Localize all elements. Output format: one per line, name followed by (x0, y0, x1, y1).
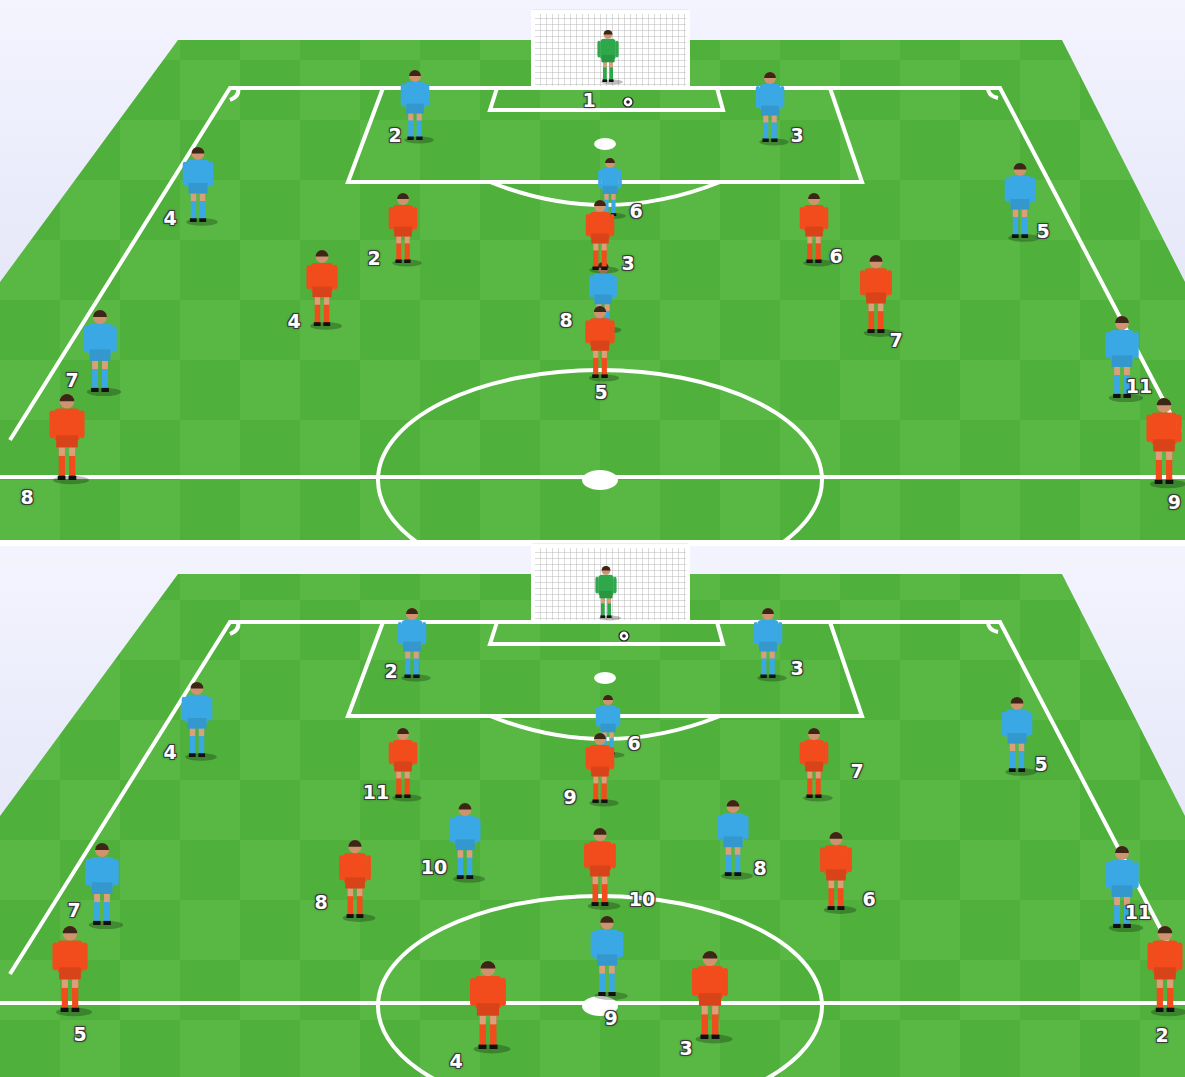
center-circle (378, 896, 822, 1077)
player-number: 3 (790, 659, 803, 678)
player-figure (584, 828, 620, 910)
player-number: 8 (314, 893, 327, 912)
player-figure (52, 926, 92, 1016)
player-figure (182, 682, 217, 761)
player-number: 3 (790, 126, 803, 145)
goal (530, 544, 691, 622)
player-number: 7 (850, 762, 863, 781)
player-figure (754, 608, 787, 682)
player-figure (591, 916, 628, 1000)
player-figure (1146, 398, 1185, 488)
player-figure (586, 733, 619, 807)
player-number: 5 (1036, 222, 1049, 241)
player-figure (800, 728, 833, 802)
grass (0, 0, 1185, 540)
player-figure (339, 840, 375, 922)
player-figure (597, 30, 623, 85)
player-number: 5 (73, 1025, 86, 1044)
player-figure (449, 803, 484, 883)
player-number: 4 (163, 743, 176, 762)
corner-arc (230, 88, 238, 100)
player-figure (585, 306, 619, 382)
grass (0, 534, 1185, 1077)
player-figure (85, 843, 123, 929)
player-number: 4 (287, 312, 300, 331)
player-figure (692, 951, 732, 1043)
player-number: 5 (594, 383, 607, 402)
pitch-lines (0, 622, 1185, 1077)
pitch-panel (0, 0, 1185, 590)
player-number: 9 (1168, 493, 1181, 512)
player-number: 5 (1034, 755, 1047, 774)
player-number: 8 (559, 311, 572, 330)
player-figure (586, 200, 619, 274)
goal (530, 10, 691, 88)
player-figure (800, 193, 833, 267)
player-figure (49, 394, 89, 484)
player-figure (860, 255, 896, 337)
penalty-spot (594, 138, 616, 150)
player-number: 7 (889, 331, 902, 350)
player-number: 2 (367, 249, 380, 268)
player-number: 7 (65, 371, 78, 390)
player-number: 10 (421, 858, 447, 877)
player-number: 3 (679, 1039, 692, 1058)
player-number: 4 (449, 1052, 462, 1071)
player-figure (83, 310, 121, 396)
six-yard-box (490, 622, 723, 644)
player-number: 6 (629, 202, 642, 221)
touchline (10, 88, 1180, 440)
player-figure (1005, 163, 1040, 242)
penalty-box (348, 622, 862, 716)
player-figure (1147, 926, 1185, 1016)
player-number: 8 (753, 859, 766, 878)
player-number: 6 (627, 734, 640, 753)
six-yard-box (490, 88, 723, 110)
player-number: 2 (388, 126, 401, 145)
player-figure (183, 147, 218, 226)
player-figure (717, 800, 752, 880)
corner-arc (230, 622, 238, 634)
player-figure (306, 250, 341, 330)
player-number: 2 (1155, 1026, 1168, 1045)
player-figure (389, 193, 422, 267)
player-number: 2 (384, 662, 397, 681)
center-spot (582, 470, 618, 490)
corner-arc (988, 88, 998, 98)
panel-background (0, 0, 1185, 540)
player-number: 11 (1125, 903, 1151, 922)
player-figure (470, 961, 510, 1053)
player-number: 11 (1126, 377, 1152, 396)
player-number: 11 (363, 783, 389, 802)
player-number: 4 (163, 209, 176, 228)
ball (619, 631, 629, 641)
corner-arc (988, 622, 998, 632)
player-figure (820, 832, 856, 914)
player-figure (1002, 697, 1037, 776)
player-number: 1 (582, 91, 595, 110)
pitch-lines (0, 88, 1185, 590)
player-number: 9 (604, 1009, 617, 1028)
player-number: 7 (67, 901, 80, 920)
ball (623, 97, 633, 107)
player-number: 9 (563, 788, 576, 807)
player-figure (401, 70, 434, 144)
touchline (10, 622, 1180, 974)
player-number: 6 (862, 890, 875, 909)
player-figure (389, 728, 422, 802)
player-figure (398, 608, 431, 682)
player-number: 3 (621, 254, 634, 273)
player-number: 6 (829, 247, 842, 266)
player-figure (756, 72, 789, 146)
player-figure (595, 566, 621, 621)
penalty-spot (594, 672, 616, 684)
player-number: 10 (629, 890, 655, 909)
player-number: 8 (20, 488, 33, 507)
pitch-panel (0, 534, 1185, 1077)
